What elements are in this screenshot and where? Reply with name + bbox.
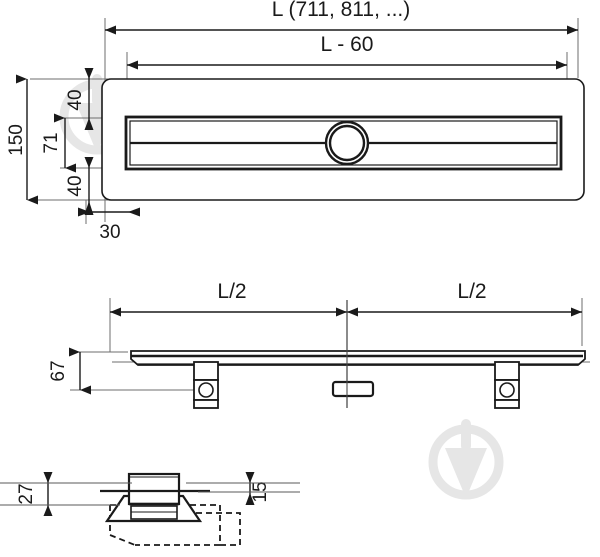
dimension-end-offset-label: 30 [99,222,120,243]
dimension-half-length-right-label: L/2 [457,280,486,303]
dimension-overall-width: 150 [6,74,38,205]
section-detail-view: 27 15 [0,472,300,546]
dimension-half-length-right: L/2 [347,280,582,317]
section-thin-reference-lines [0,482,300,506]
dimension-half-length-left-label: L/2 [217,280,246,303]
side-support-leg-left [193,361,219,409]
top-view: L (711, 811, ...) L - 60 150 71 [6,0,585,243]
dimension-side-height-label: 67 [48,360,69,381]
side-support-leg-right [494,361,520,409]
dimension-edge-offset-top: 40 [65,68,94,130]
dimension-edge-offset-bottom: 40 [65,157,94,215]
dimension-end-offset: 30 [78,207,140,243]
watermark-logo-bottom-right [428,419,504,500]
dimension-side-height: 67 [48,347,91,395]
section-body [104,472,203,523]
dimension-grate-width-label: 71 [41,132,62,153]
dimension-section-depth: 27 [16,472,53,516]
dimension-overall-width-label: 150 [6,124,27,156]
dimension-grate-length: L - 60 [127,33,567,70]
dimension-section-depth-label: 27 [16,483,37,504]
dimension-edge-offset-bottom-label: 40 [65,175,86,196]
dimension-half-length-left: L/2 [110,280,347,317]
dimension-edge-offset-top-label: 40 [65,89,86,110]
dimension-grate-length-label: L - 60 [321,33,374,56]
dimension-overall-length-label: L (711, 811, ...) [272,0,411,21]
dimension-section-flange: 15 [245,472,271,505]
side-center-outlet [331,380,375,398]
side-view: L/2 L/2 67 [48,280,590,409]
dimension-grate-width: 71 [41,113,76,173]
dimension-overall-length: L (711, 811, ...) [105,0,578,35]
drain-outlet-inner-circle [328,124,366,162]
